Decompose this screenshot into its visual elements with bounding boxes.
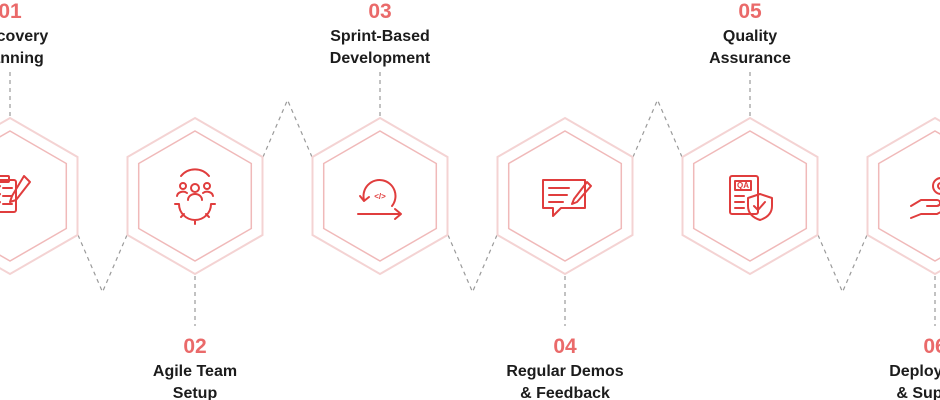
step-hexagon (496, 116, 634, 276)
step-title-line: & Support (896, 385, 940, 400)
step-label: 06Deployment & Support (889, 335, 940, 400)
step-title-line: Discovery (0, 28, 48, 45)
qa-shield-icon: QA (729, 175, 773, 221)
step-title-line: Sprint-Based (330, 28, 430, 45)
hexagon-inner (0, 130, 68, 262)
code-glyph: </> (374, 192, 386, 201)
step-hexagons: </> QA (0, 116, 940, 276)
hexagon-inner (692, 130, 808, 262)
step-title-line: Setup (173, 385, 218, 400)
connector-down (77, 234, 128, 294)
step-title-line: Assurance (709, 50, 791, 67)
step-hexagon (126, 116, 264, 276)
step-title-line: Regular Demos (506, 363, 623, 380)
step-number: 04 (553, 335, 577, 358)
hexagon-inner (137, 130, 253, 262)
step-number: 01 (0, 0, 22, 23)
step-hexagon: </> (311, 116, 449, 276)
connector-down (817, 234, 868, 294)
step-title-line: Planning (0, 50, 44, 67)
dashed-connectors (9, 72, 936, 326)
feedback-message-icon (542, 179, 592, 217)
step-number: 05 (738, 0, 762, 23)
step-title-line: & Feedback (520, 385, 610, 400)
step-hexagon: QA (681, 116, 819, 276)
step-title-line: Quality (723, 28, 777, 45)
code-sprint-icon: </> (357, 179, 402, 220)
hexagon-inner (877, 130, 940, 262)
step-number: 03 (368, 0, 391, 23)
step-hexagon (866, 116, 940, 276)
connector-up (632, 98, 683, 158)
connector-down (447, 234, 498, 294)
step-number: 06 (923, 335, 940, 358)
step-title-line: Agile Team (153, 363, 237, 380)
qa-badge-text: QA (737, 181, 749, 190)
step-title-line: Deployment (889, 363, 940, 380)
step-label: 01DiscoveryPlanning (0, 0, 48, 67)
hexagon-inner (322, 130, 438, 262)
connector-up (262, 98, 313, 158)
step-number: 02 (183, 335, 206, 358)
team-gear-icon (174, 168, 216, 225)
step-hexagon (0, 116, 79, 276)
step-title-line: Development (330, 50, 431, 67)
checklist-icon (0, 175, 31, 213)
